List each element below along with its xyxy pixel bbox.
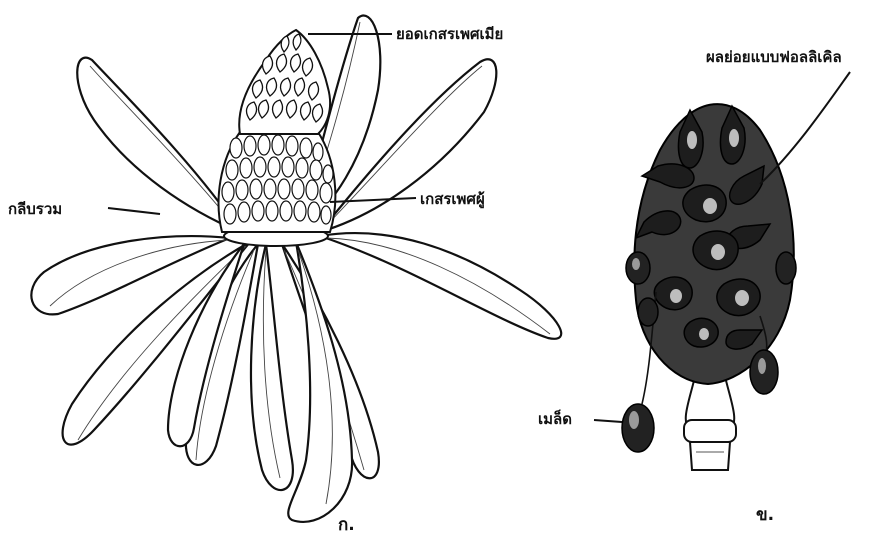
label-tepals: กลีบรวม — [8, 200, 62, 218]
seed — [776, 252, 796, 284]
leader-seed — [594, 420, 622, 422]
label-seed: เมล็ด — [538, 409, 572, 428]
label-stamens: เกสรเพศผู้ — [420, 190, 485, 209]
caption-panel-b: ข. — [756, 505, 774, 525]
flower-illustration — [31, 16, 561, 522]
leader-tepals — [108, 208, 160, 214]
seed — [638, 298, 658, 326]
caption-panel-a: ก. — [338, 515, 355, 535]
fruit-illustration — [622, 104, 796, 470]
petal — [251, 244, 293, 490]
petal — [320, 233, 561, 339]
petal — [77, 58, 240, 232]
label-follicle: ผลย่อยแบบฟอลลิเคิล — [706, 48, 842, 66]
label-pistil-tip: ยอดเกสรเพศเมีย — [396, 25, 503, 43]
seed — [622, 404, 654, 452]
